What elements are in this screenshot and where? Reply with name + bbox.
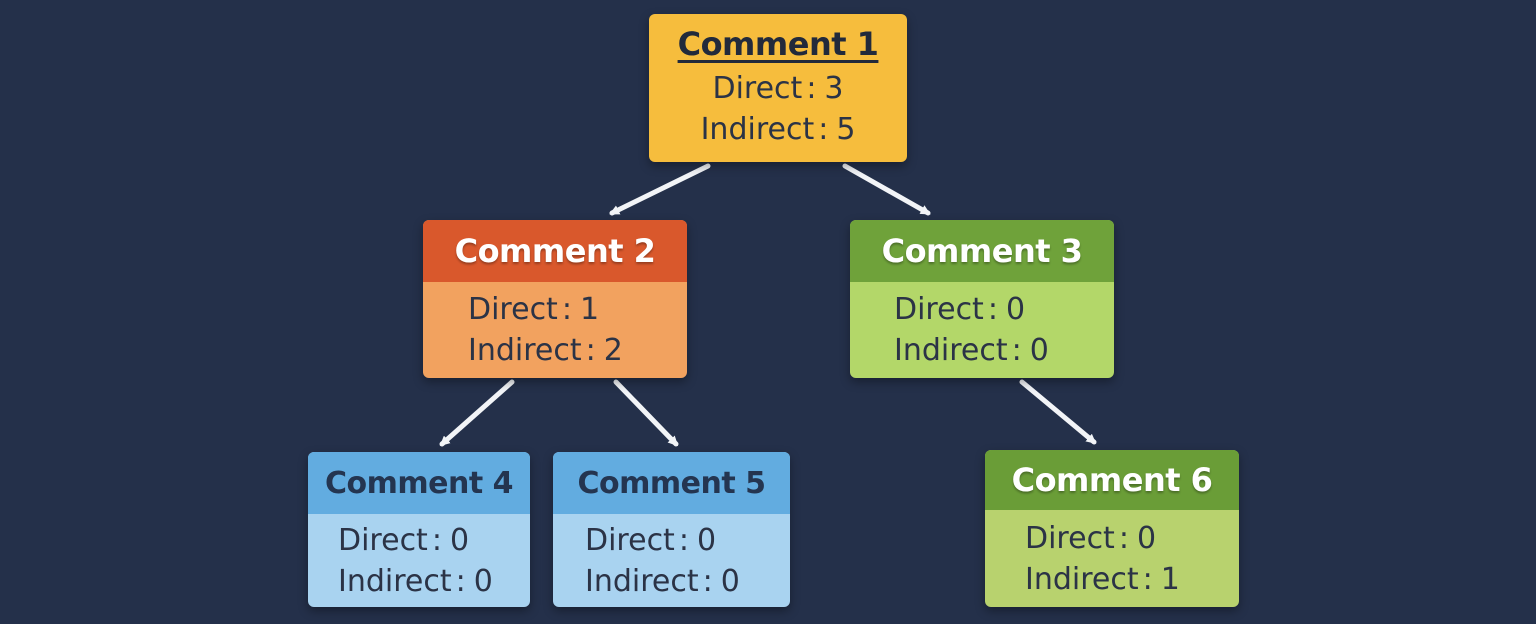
separator: : — [678, 522, 689, 558]
node-title: Comment 4 — [308, 452, 530, 514]
separator: : — [987, 292, 998, 327]
direct-value: 0 — [449, 522, 470, 558]
node-stats: Direct:1 Indirect:2 — [423, 282, 687, 378]
indirect-value: 0 — [473, 563, 493, 599]
node-stats: Direct:3 Indirect:5 — [649, 68, 907, 162]
separator: : — [431, 522, 442, 558]
separator: : — [806, 71, 817, 106]
direct-stat: Direct:0 — [1025, 518, 1239, 559]
node-comment-4: Comment 4 Direct:0 Indirect:0 — [308, 452, 530, 607]
node-comment-3: Comment 3 Direct:0 Indirect:0 — [850, 220, 1114, 378]
indirect-label: Indirect — [338, 563, 452, 599]
node-stats: Direct:0 Indirect:0 — [308, 514, 530, 607]
direct-stat: Direct:3 — [712, 68, 843, 109]
separator: : — [1011, 333, 1022, 368]
indirect-value: 2 — [603, 333, 623, 368]
direct-label: Direct — [894, 292, 984, 327]
edge-2-4 — [439, 379, 515, 447]
indirect-value: 0 — [720, 563, 740, 599]
indirect-stat: Indirect:2 — [468, 330, 687, 371]
indirect-stat: Indirect:0 — [338, 561, 530, 602]
direct-label: Direct — [585, 522, 675, 558]
node-title: Comment 3 — [850, 220, 1114, 282]
indirect-label: Indirect — [468, 333, 582, 368]
direct-stat: Direct:0 — [585, 520, 790, 561]
node-title: Comment 1 — [677, 25, 879, 63]
direct-label: Direct — [338, 522, 428, 558]
indirect-stat: Indirect:0 — [585, 561, 790, 602]
node-stats: Direct:0 Indirect:0 — [553, 514, 790, 607]
edge-1-2 — [609, 163, 711, 216]
node-title: Comment 2 — [423, 220, 687, 282]
indirect-stat: Indirect:0 — [894, 330, 1114, 371]
node-comment-1: Comment 1 Direct:3 Indirect:5 — [649, 14, 907, 162]
indirect-label: Indirect — [585, 563, 699, 599]
indirect-label: Indirect — [1025, 561, 1139, 597]
indirect-stat: Indirect:5 — [701, 109, 856, 150]
indirect-value: 1 — [1160, 561, 1180, 597]
edge-3-6 — [1019, 379, 1097, 445]
separator: : — [561, 292, 572, 327]
direct-stat: Direct:1 — [468, 289, 687, 330]
indirect-label: Indirect — [894, 333, 1008, 368]
node-comment-6: Comment 6 Direct:0 Indirect:1 — [985, 450, 1239, 607]
node-stats: Direct:0 Indirect:0 — [850, 282, 1114, 378]
indirect-value: 0 — [1029, 333, 1049, 368]
node-comment-5: Comment 5 Direct:0 Indirect:0 — [553, 452, 790, 607]
direct-value: 1 — [579, 292, 600, 327]
direct-value: 0 — [1136, 520, 1157, 556]
direct-value: 0 — [696, 522, 717, 558]
direct-label: Direct — [712, 71, 803, 106]
direct-label: Direct — [1025, 520, 1115, 556]
separator: : — [702, 563, 713, 599]
direct-stat: Direct:0 — [338, 520, 530, 561]
edge-1-3 — [842, 163, 931, 216]
separator: : — [455, 563, 466, 599]
direct-stat: Direct:0 — [894, 289, 1114, 330]
indirect-stat: Indirect:1 — [1025, 559, 1239, 600]
separator: : — [1118, 520, 1129, 556]
indirect-value: 5 — [836, 112, 856, 147]
separator: : — [818, 112, 829, 147]
separator: : — [1142, 561, 1153, 597]
separator: : — [585, 333, 596, 368]
node-comment-2: Comment 2 Direct:1 Indirect:2 — [423, 220, 687, 378]
direct-label: Direct — [468, 292, 558, 327]
indirect-label: Indirect — [700, 112, 815, 147]
node-title: Comment 6 — [985, 450, 1239, 510]
node-title: Comment 5 — [553, 452, 790, 514]
direct-value: 3 — [824, 71, 844, 106]
edge-2-5 — [613, 379, 679, 447]
node-stats: Direct:0 Indirect:1 — [985, 510, 1239, 607]
direct-value: 0 — [1005, 292, 1026, 327]
